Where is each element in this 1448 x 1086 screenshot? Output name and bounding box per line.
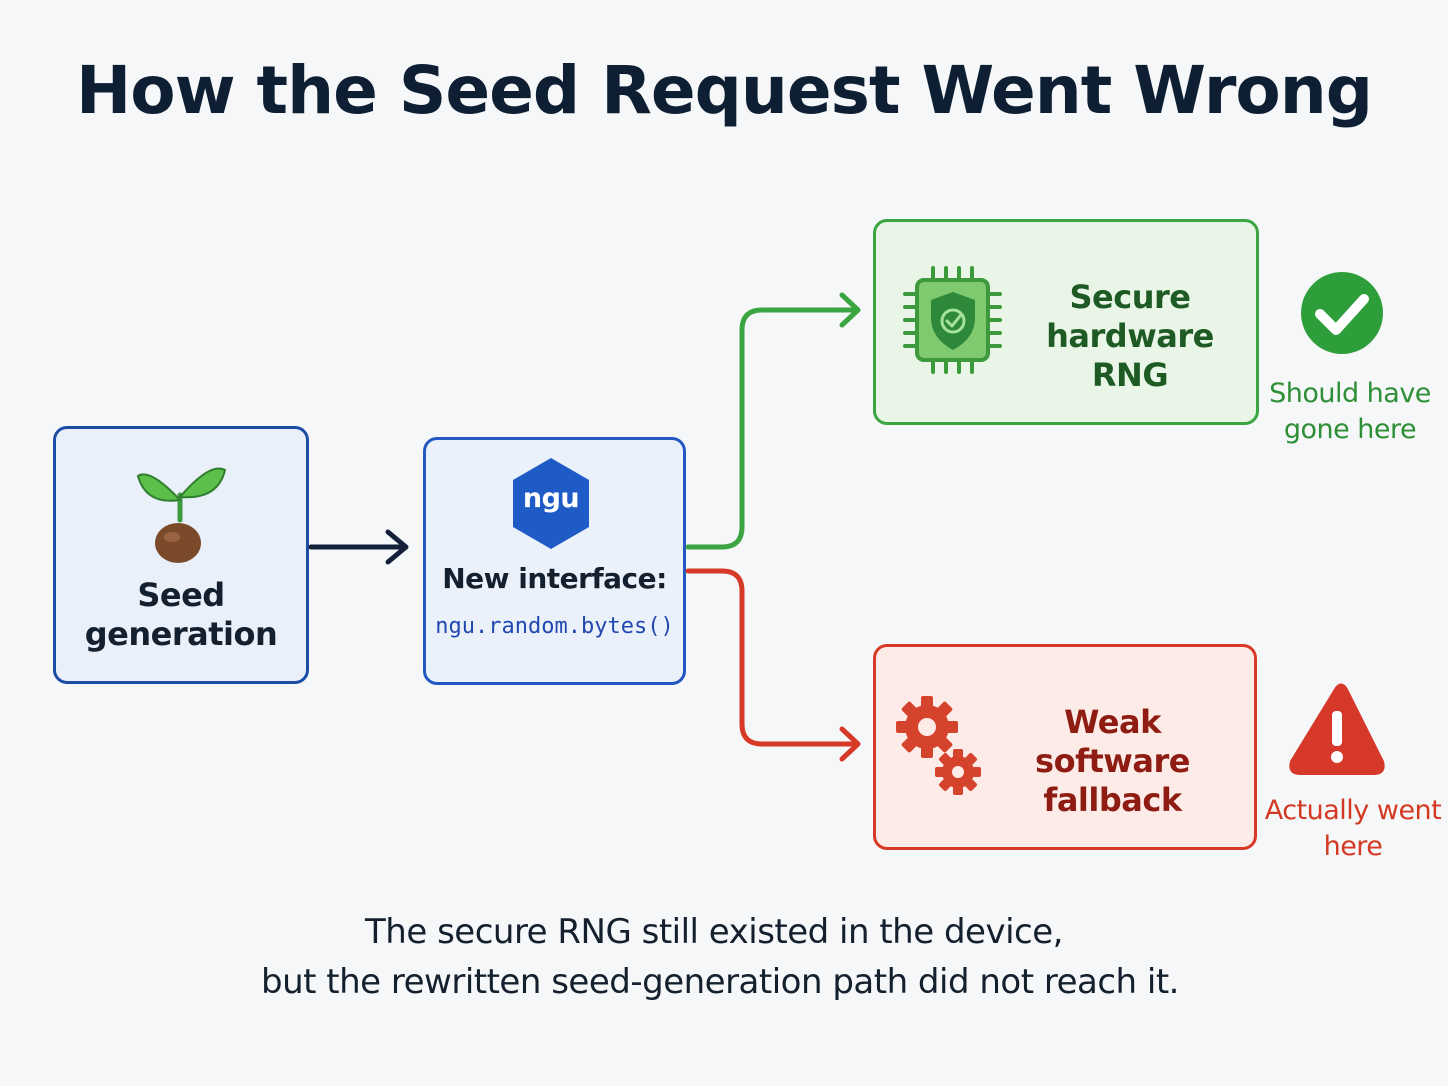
seed-label-line2: generation bbox=[84, 615, 278, 654]
expected-note-line2: gone here bbox=[1283, 413, 1417, 445]
arrow-seed-to-interface bbox=[308, 529, 409, 565]
secure-label-line1: Secure bbox=[1069, 278, 1191, 316]
weak-label-line2: software fallback bbox=[1035, 742, 1190, 820]
sprout-icon bbox=[136, 467, 227, 563]
check-circle-icon bbox=[1301, 272, 1383, 354]
chip-shield-icon bbox=[903, 266, 1002, 374]
new-interface-code: ngu.random.bytes() bbox=[435, 614, 674, 639]
ngu-badge-text: ngu bbox=[522, 483, 580, 514]
warning-triangle-icon bbox=[1289, 683, 1385, 775]
caption-line2: but the rewritten seed-generation path d… bbox=[261, 962, 1179, 1002]
diagram-title: How the Seed Request Went Wrong bbox=[76, 52, 1373, 129]
hexagon-badge-icon bbox=[513, 458, 589, 549]
actual-note-line1: Actually went bbox=[1264, 795, 1442, 826]
actual-path-note: Actually went here bbox=[1262, 793, 1444, 865]
gears-icon bbox=[896, 696, 981, 795]
seed-generation-label: Seed generation bbox=[53, 576, 309, 654]
seed-label-line1: Seed bbox=[137, 576, 225, 614]
secure-label-line2: hardware RNG bbox=[1046, 317, 1214, 395]
weak-software-fallback-box bbox=[873, 644, 1257, 850]
arrow-to-weak-fallback bbox=[685, 568, 861, 762]
new-interface-label: New interface: bbox=[442, 562, 667, 595]
expected-note-line1: Should have bbox=[1269, 378, 1431, 409]
expected-path-note: Should have gone here bbox=[1262, 376, 1438, 448]
weak-label-line1: Weak bbox=[1064, 703, 1161, 741]
secure-hardware-rng-label: Secure hardware RNG bbox=[1005, 278, 1255, 395]
arrow-to-secure-rng bbox=[685, 292, 861, 550]
weak-software-fallback-label: Weak software fallback bbox=[980, 703, 1245, 820]
caption-line1: The secure RNG still existed in the devi… bbox=[365, 912, 1063, 952]
actual-note-line2: here bbox=[1323, 830, 1383, 862]
